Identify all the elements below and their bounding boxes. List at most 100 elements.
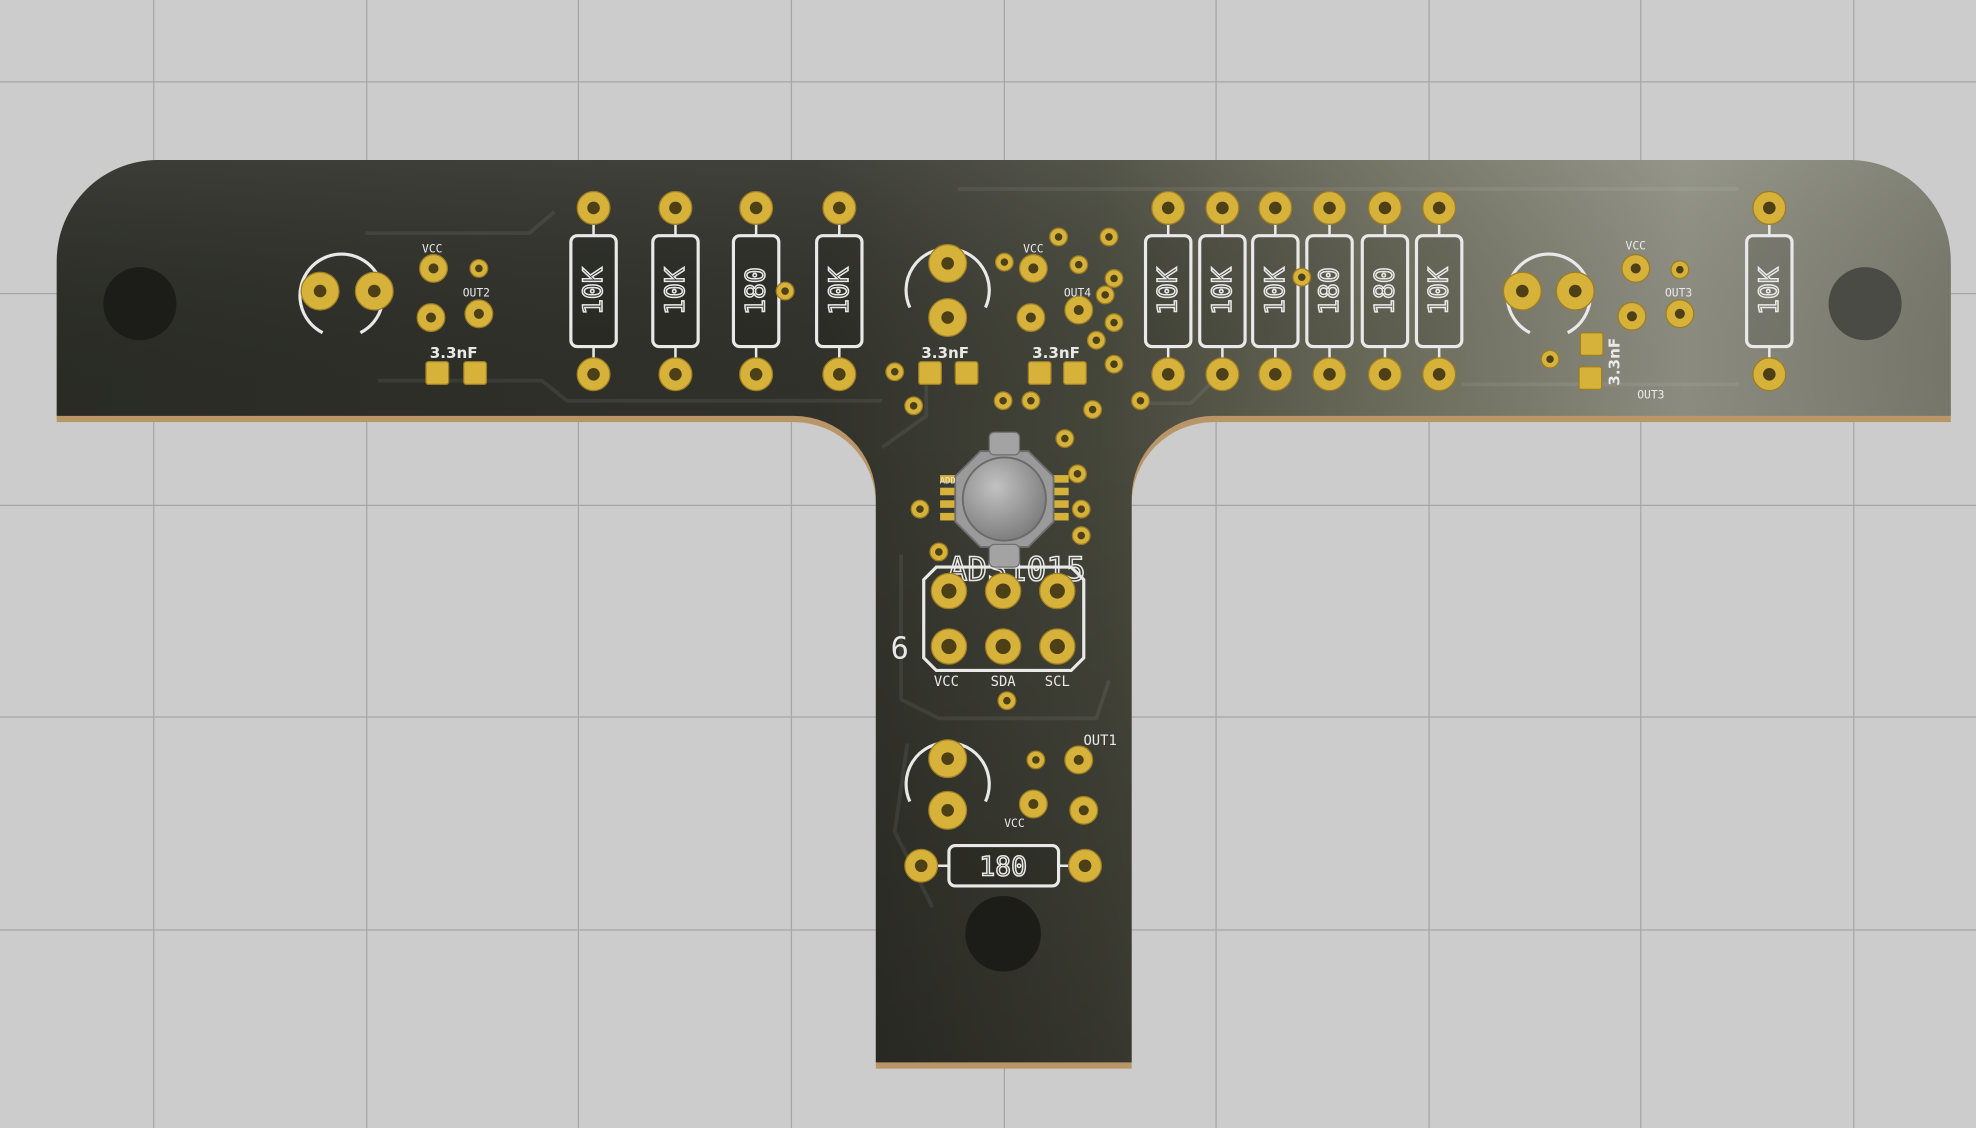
resistor: 10K xyxy=(1143,190,1193,392)
trace xyxy=(881,378,929,449)
capacitor-pad xyxy=(463,361,488,385)
resistor-value: 10K xyxy=(1260,267,1291,315)
pad-drill xyxy=(1110,318,1118,327)
resistor: 10K xyxy=(569,190,618,392)
resistor: 10K xyxy=(1414,190,1464,392)
pad-drill xyxy=(1027,396,1035,405)
connector-pin xyxy=(1039,572,1076,610)
pad-drill xyxy=(1061,434,1069,443)
via xyxy=(1021,391,1041,411)
pad-drill xyxy=(941,311,954,324)
sensor-pad xyxy=(1064,295,1094,325)
label-out2: OUT2 xyxy=(463,285,490,299)
resistor-body xyxy=(1745,234,1794,349)
resistor: 180 xyxy=(904,844,1103,888)
led-pad xyxy=(1555,271,1595,311)
pad-drill xyxy=(367,284,381,298)
chip-pin xyxy=(940,475,958,483)
label-out3: OUT3 xyxy=(1665,285,1692,299)
mounting-hole xyxy=(965,896,1041,972)
capacitor-pad xyxy=(954,361,979,385)
resistor-value: 10K xyxy=(578,267,609,315)
resistor: 10K xyxy=(1198,190,1247,392)
pad-drill xyxy=(995,638,1011,655)
label-connector-pin: 6 xyxy=(891,632,909,667)
label-vcc-center: VCC xyxy=(1023,241,1043,255)
pad-drill xyxy=(425,312,437,323)
led-pad xyxy=(928,739,968,779)
pad-drill xyxy=(1049,638,1065,655)
mounting-hole xyxy=(1828,267,1902,341)
capacitor-pad xyxy=(918,361,942,385)
via xyxy=(1670,260,1690,280)
label-chip-pin: ADD xyxy=(940,476,956,486)
via xyxy=(1540,349,1560,369)
via xyxy=(1104,269,1124,288)
sensor-pad xyxy=(1018,253,1048,283)
pad-drill xyxy=(935,548,943,556)
resistor-pad xyxy=(904,848,939,883)
pad-drill xyxy=(1077,531,1086,540)
resistor-pad xyxy=(1422,190,1457,225)
resistor-body xyxy=(651,234,700,349)
resistor-value: 180 xyxy=(979,852,1027,883)
resistor-pad xyxy=(1151,190,1186,225)
resistor-pad xyxy=(1312,190,1347,225)
label-connector-vcc: VCC xyxy=(934,674,959,690)
resistor-body xyxy=(1143,234,1193,349)
pad-drill xyxy=(1049,583,1065,599)
trace xyxy=(899,554,1111,721)
chip-pin xyxy=(1051,500,1069,508)
resistor: 10K xyxy=(1251,190,1300,392)
resistor-pad xyxy=(1151,357,1186,392)
resistor-value: 180 xyxy=(1314,267,1345,315)
via xyxy=(1131,391,1150,411)
copper-pads xyxy=(300,227,1695,830)
pad-drill xyxy=(1323,367,1336,381)
pad-drill xyxy=(1378,367,1392,381)
pad-drill xyxy=(1078,859,1092,873)
via xyxy=(994,252,1014,272)
capacitor-pad xyxy=(1027,361,1052,385)
via xyxy=(1099,227,1119,247)
label-cap-left: 3.3nF xyxy=(430,344,478,362)
pad-drill xyxy=(1073,470,1082,478)
label-vcc-bottom: VCC xyxy=(1004,816,1024,830)
resistor-pad xyxy=(658,357,693,392)
connector-pin xyxy=(930,628,968,665)
led-outline-right xyxy=(1505,252,1592,335)
connector-pin xyxy=(984,628,1022,665)
pad-drill xyxy=(1088,405,1097,414)
pad-drill xyxy=(313,284,327,298)
resistor-pad xyxy=(1205,190,1240,225)
pad-drill xyxy=(941,257,954,270)
sensor-pad xyxy=(464,299,494,329)
led-pad xyxy=(928,790,968,830)
led-pad xyxy=(928,298,968,338)
resistor-pad xyxy=(822,357,857,392)
via xyxy=(1068,464,1087,484)
sensor-pad xyxy=(1064,745,1094,775)
via xyxy=(1071,526,1091,546)
pad-drill xyxy=(1568,284,1582,298)
pad-drill xyxy=(1077,505,1086,513)
sensor-pad xyxy=(1016,303,1046,333)
pad-drill xyxy=(1000,258,1009,266)
led-pad xyxy=(354,271,394,311)
pad-drill xyxy=(1216,201,1229,215)
resistor-value: 10K xyxy=(1754,267,1785,315)
resistor-pad xyxy=(1367,357,1402,392)
label-cap-right: 3.3nF xyxy=(1605,338,1623,386)
pad-drill xyxy=(1092,336,1101,345)
via xyxy=(885,362,905,382)
pad-drill xyxy=(909,402,918,410)
via xyxy=(1104,354,1124,374)
resistor-pad xyxy=(658,190,693,225)
resistor-pad xyxy=(1752,190,1787,225)
label-connector-sda: SDA xyxy=(991,674,1017,690)
pad-drill xyxy=(669,367,682,381)
pad-drill xyxy=(832,367,846,381)
resistor-body xyxy=(1360,234,1410,349)
chip-pin xyxy=(1051,475,1069,483)
